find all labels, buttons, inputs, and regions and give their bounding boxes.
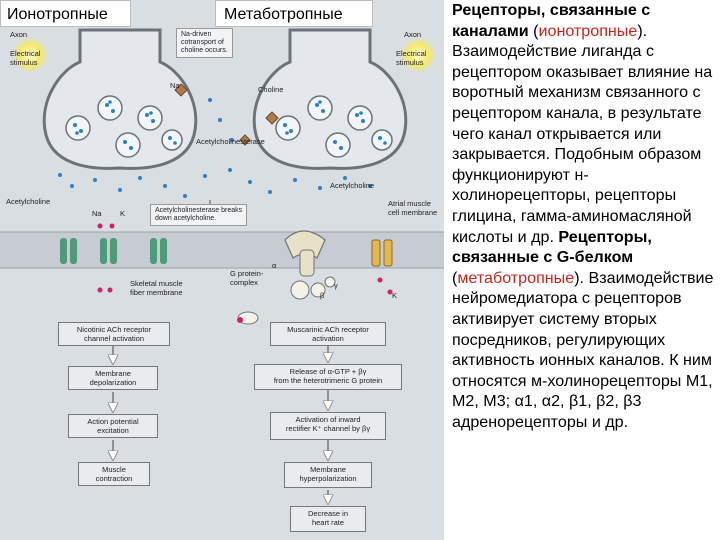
ache-note: Acetylcholinesterase breaks down acetylc…	[150, 204, 248, 226]
left-flow-step-2: Membrane depolarization	[68, 366, 158, 390]
right-flow-step-4: Membrane hyperpolarization	[284, 462, 372, 488]
muscarinic-receptor	[284, 230, 326, 277]
skeletal-membrane-label: Skeletal muscle fiber membrane	[130, 279, 183, 297]
p1-heading: Рецепторы, связанные с каналами	[452, 1, 651, 40]
p1-close-paren: ).	[637, 21, 648, 40]
left-na-label: Na	[92, 209, 102, 218]
p2-term: метаботропные	[457, 268, 575, 287]
left-k-label: K	[120, 209, 126, 218]
right-axon-label: Axon	[404, 30, 422, 39]
cotransport-note: Na-driven cotransport of choline occurs.	[176, 28, 233, 58]
p2-body: Взаимодействие нейромедиатора с рецептор…	[452, 268, 714, 431]
right-vesicles	[275, 95, 393, 158]
right-acetylcholine-label: Acetylcholine	[330, 181, 375, 190]
p2-close-paren: ).	[574, 268, 585, 287]
acetylcholinesterase-label: Acetylcholinesterase	[196, 137, 265, 146]
nicotinic-receptor-channels	[60, 238, 167, 264]
choline-label: Choline	[258, 85, 284, 94]
p2-open-paren: (	[452, 268, 458, 287]
p1-term: ионотропные	[538, 21, 638, 40]
ionotropic-caption: Ионотропные	[0, 0, 131, 27]
k-ion-label: K	[392, 291, 398, 300]
gamma-label: γ	[334, 281, 338, 290]
metabotropic-caption: Метаботропные	[215, 0, 373, 27]
g-protein-complex	[290, 276, 336, 300]
right-flow-step-5: Decrease in heart rate	[290, 506, 366, 532]
left-flow-step-4: Muscle contraction	[78, 462, 150, 486]
alpha-label: α	[272, 261, 277, 270]
left-flow-step-3: Action potential excitation	[68, 414, 158, 438]
released-alpha-subunit	[237, 311, 259, 325]
left-stimulus-spark-icon	[12, 37, 48, 73]
acetylcholinesterase-icon	[174, 83, 279, 146]
left-vesicles	[65, 95, 183, 158]
p1-open-paren: (	[528, 21, 539, 40]
right-na-label: Na	[170, 81, 180, 90]
receptor-diagram	[0, 0, 444, 540]
p2-heading: Рецепторы, связанные с G-белком	[452, 227, 652, 267]
p1-body: Взаимодействие лиганда с рецептором оказ…	[452, 42, 713, 246]
right-flow-step-2: Release of α-GTP + βγ from the heterotri…	[254, 364, 402, 390]
diagram-canvas	[0, 28, 444, 540]
atrial-membrane-label: Atrial muscle cell membrane	[388, 199, 438, 217]
left-axon-label: Axon	[10, 30, 28, 39]
left-stimulus-label: Electrical stimulus	[10, 49, 41, 67]
g-protein-label: G protein- complex	[230, 269, 264, 287]
k-channel	[371, 239, 393, 267]
right-stimulus-label: Electrical stimulus	[396, 49, 427, 67]
right-stimulus-spark-icon	[400, 37, 436, 73]
ion-dots	[97, 223, 393, 295]
beta-label: β	[320, 291, 325, 300]
right-flow-step-1: Muscarinic ACh receptor activation	[270, 322, 386, 346]
left-acetylcholine-label: Acetylcholine	[6, 197, 51, 206]
left-flow-step-1: Nicotinic ACh receptor channel activatio…	[58, 322, 170, 346]
explanation-text: Рецепторы, связанные с каналами (ионотро…	[452, 0, 716, 432]
right-flow-step-3: Activation of inward rectifier K⁺ channe…	[270, 412, 386, 440]
acetylcholine-molecules	[58, 98, 372, 198]
